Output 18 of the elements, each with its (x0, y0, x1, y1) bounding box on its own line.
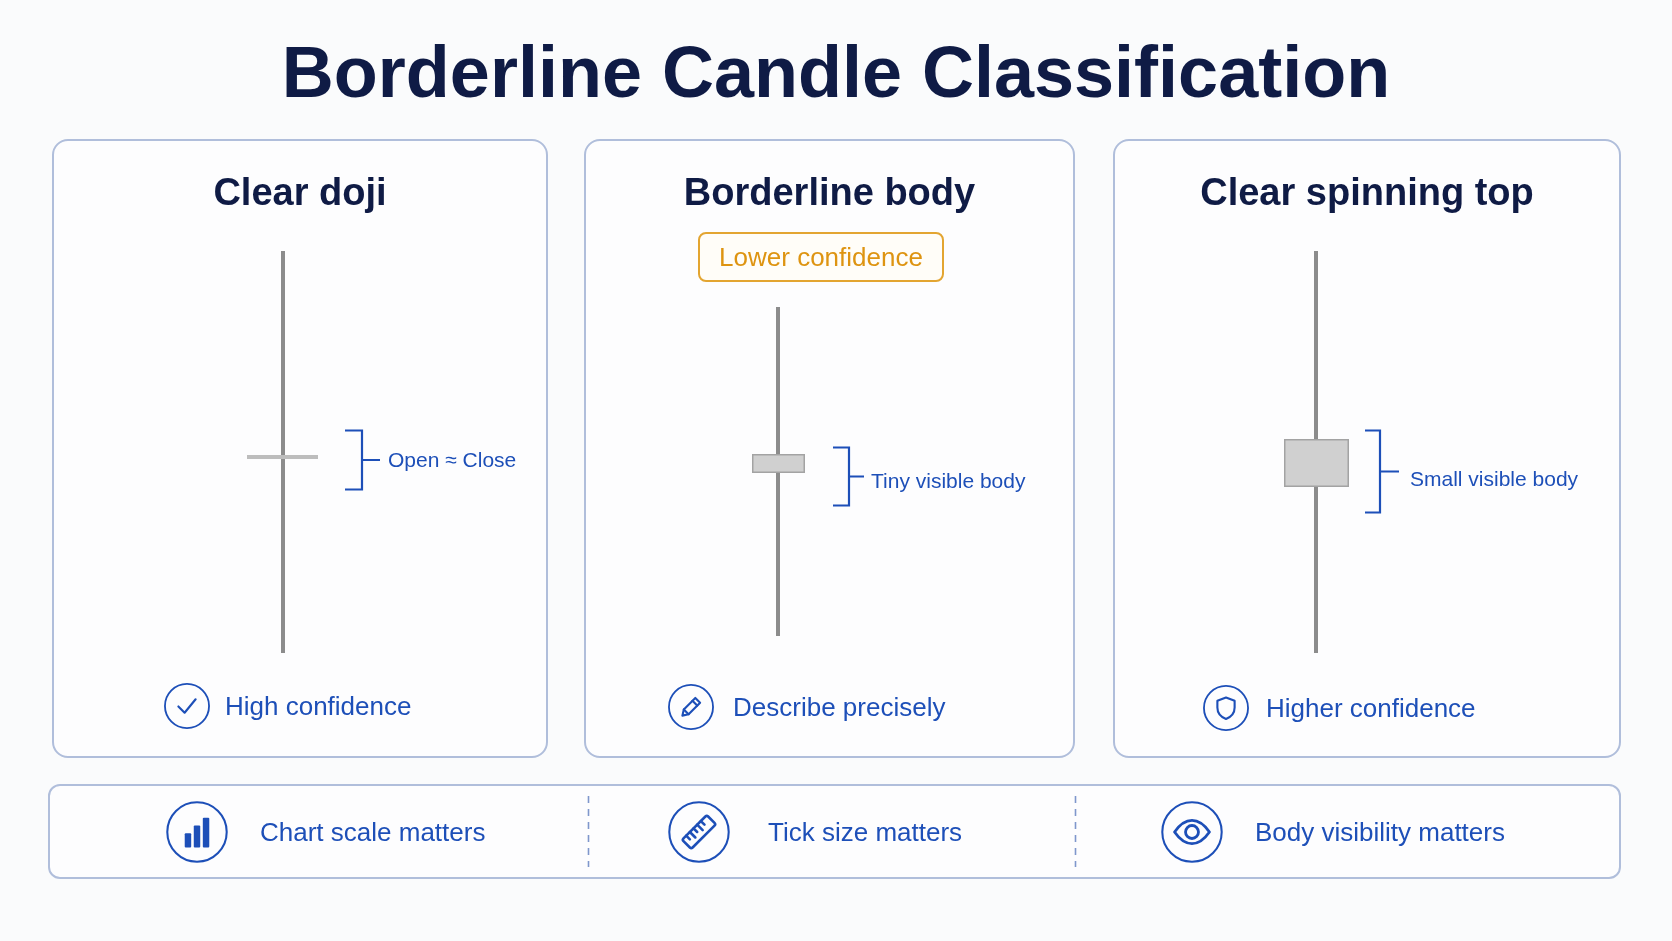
panel-heading: Borderline body (683, 170, 976, 215)
panel-heading: Clear spinning top (1200, 170, 1534, 215)
tip-text: Tick size matters (768, 815, 963, 848)
page-title: Borderline Candle Classification (281, 36, 1391, 108)
panel-card (52, 139, 548, 758)
confidence-badge: Lower confidence (698, 232, 944, 282)
annotation-text: Open ≈ Close (388, 447, 517, 473)
annotation-text: Tiny visible body (871, 468, 1026, 494)
status-text: Describe precisely (733, 691, 946, 723)
status-text: Higher confidence (1266, 692, 1476, 724)
status-text: High confidence (225, 690, 412, 722)
tips-bar (48, 784, 1621, 879)
panel-heading: Clear doji (213, 170, 387, 215)
annotation-text: Small visible body (1410, 466, 1579, 492)
panel-card (1113, 139, 1621, 758)
panel-card (584, 139, 1075, 758)
tip-text: Chart scale matters (260, 815, 486, 848)
tip-text: Body visibility matters (1255, 815, 1505, 848)
